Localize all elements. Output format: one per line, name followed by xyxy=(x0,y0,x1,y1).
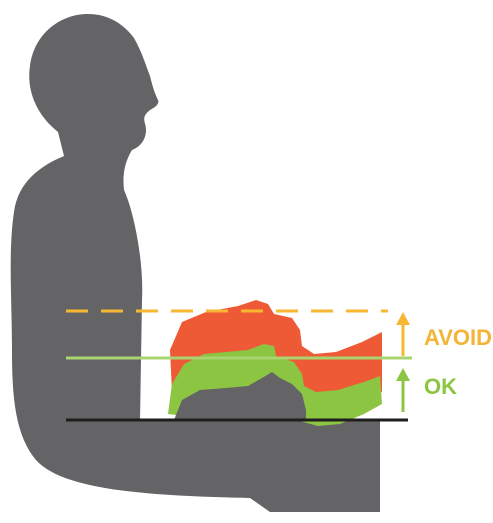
person-silhouette xyxy=(11,14,380,512)
arrow-up-icon xyxy=(396,368,410,412)
avoid-label: AVOID xyxy=(424,325,492,350)
ok-label: OK xyxy=(424,374,457,399)
arrow-up-icon xyxy=(396,312,410,356)
